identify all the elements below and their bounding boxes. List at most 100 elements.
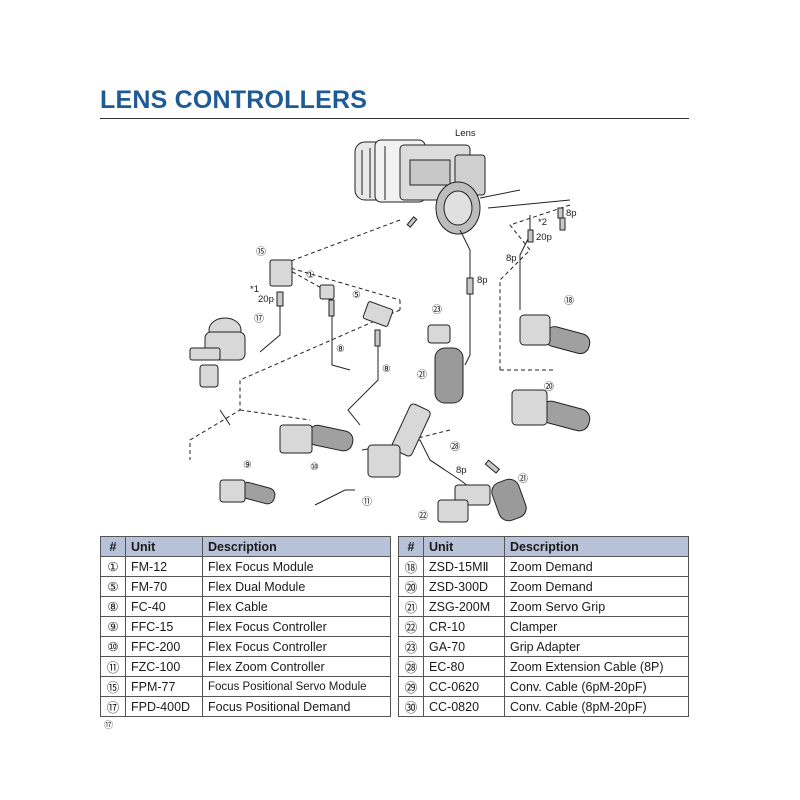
page-title: LENS CONTROLLERS xyxy=(100,86,368,114)
row-unit: FFC-200 xyxy=(125,636,203,657)
row-num: ㉒ xyxy=(398,616,424,637)
row-num: ㉓ xyxy=(398,636,424,657)
callout-5: ⑤ xyxy=(352,290,361,301)
row-description: Flex Focus Controller xyxy=(202,636,391,657)
callout-10: ⑩ xyxy=(310,462,319,473)
row-num: ⑤ xyxy=(100,576,126,597)
callout-28: ㉘ xyxy=(450,441,460,453)
callout-17: ⑰ xyxy=(254,313,264,325)
lens-controller-diagram: Lens *1 20p *2 20p 8p 8p 8p 8p ⑮ ① ⑤ ⑰ ⑧… xyxy=(189,128,591,523)
row-unit: FM-70 xyxy=(125,576,203,597)
row-num: ⑪ xyxy=(100,656,126,677)
row-description: Focus Positional Servo Module xyxy=(202,676,391,697)
row-description: Zoom Demand xyxy=(504,576,689,597)
header-unit: Unit xyxy=(125,536,203,557)
row-description: Grip Adapter xyxy=(504,636,689,657)
row-num: ⑮ xyxy=(100,676,126,697)
lens-label: Lens xyxy=(455,128,476,139)
row-description: Flex Focus Controller xyxy=(202,616,391,637)
row-num: ⑨ xyxy=(100,616,126,637)
connectors xyxy=(276,207,566,474)
row-num: ⑧ xyxy=(100,596,126,617)
row-unit: FZC-100 xyxy=(125,656,203,677)
row-unit: CR-10 xyxy=(423,616,505,637)
header-num: # xyxy=(398,536,424,557)
row-description: Zoom Extension Cable (8P) xyxy=(504,656,689,677)
callout-23: ㉓ xyxy=(432,304,442,316)
row-num: ㉙ xyxy=(398,676,424,697)
callout-9: ⑨ xyxy=(243,460,252,471)
row-description: Zoom Servo Grip xyxy=(504,596,689,617)
row-num: ⑰ xyxy=(100,696,126,717)
row-num: ① xyxy=(100,556,126,577)
row-description: Clamper xyxy=(504,616,689,637)
note1-pin: 20p xyxy=(258,294,274,305)
header-unit: Unit xyxy=(423,536,505,557)
row-description: Zoom Demand xyxy=(504,556,689,577)
row-unit: FPM-77 xyxy=(125,676,203,697)
title-divider xyxy=(100,118,689,119)
row-num: ⑳ xyxy=(398,576,424,597)
row-unit: FC-40 xyxy=(125,596,203,617)
pin-8p-a: 8p xyxy=(566,208,577,219)
pin-8p-b: 8p xyxy=(506,253,517,264)
footnote-mark: ⑰ xyxy=(104,720,114,730)
row-unit: ZSD-300D xyxy=(423,576,505,597)
row-description: Flex Focus Module xyxy=(202,556,391,577)
row-unit: FFC-15 xyxy=(125,616,203,637)
row-description: Conv. Cable (6pM-20pF) xyxy=(504,676,689,697)
callout-21-bottom: ㉑ xyxy=(518,473,528,485)
units xyxy=(189,259,591,523)
callout-8b: ⑧ xyxy=(382,364,391,375)
lens-illustration xyxy=(354,139,571,235)
row-description: Flex Dual Module xyxy=(202,576,391,597)
row-unit: FM-12 xyxy=(125,556,203,577)
row-description: Focus Positional Demand xyxy=(202,696,391,717)
note2-pin: 20p xyxy=(536,232,552,243)
table-header-row: # Unit Description xyxy=(100,536,391,557)
row-unit: EC-80 xyxy=(423,656,505,677)
row-description: Flex Zoom Controller xyxy=(202,656,391,677)
header-description: Description xyxy=(202,536,391,557)
row-num: ㉘ xyxy=(398,656,424,677)
row-num: ⑩ xyxy=(100,636,126,657)
row-num: ⑱ xyxy=(398,556,424,577)
callout-15: ⑮ xyxy=(256,246,266,258)
row-unit: CC-0620 xyxy=(423,676,505,697)
row-unit: ZSG-200M xyxy=(423,596,505,617)
callout-8a: ⑧ xyxy=(336,344,345,355)
pin-8p-c: 8p xyxy=(477,275,488,286)
row-num: ㉑ xyxy=(398,596,424,617)
row-unit: CC-0820 xyxy=(423,696,505,717)
note1-mark: *1 xyxy=(250,284,259,295)
callout-22: ㉒ xyxy=(418,510,428,522)
pin-8p-d: 8p xyxy=(456,465,467,476)
note2-mark: *2 xyxy=(538,217,547,228)
row-unit: ZSD-15MⅡ xyxy=(423,556,505,577)
callout-20: ⑳ xyxy=(544,381,554,393)
row-unit: GA-70 xyxy=(423,636,505,657)
callout-18: ⑱ xyxy=(564,295,574,307)
callout-21-top: ㉑ xyxy=(417,369,427,381)
header-num: # xyxy=(100,536,126,557)
row-num: ㉚ xyxy=(398,696,424,717)
callout-11: ⑪ xyxy=(362,496,372,508)
